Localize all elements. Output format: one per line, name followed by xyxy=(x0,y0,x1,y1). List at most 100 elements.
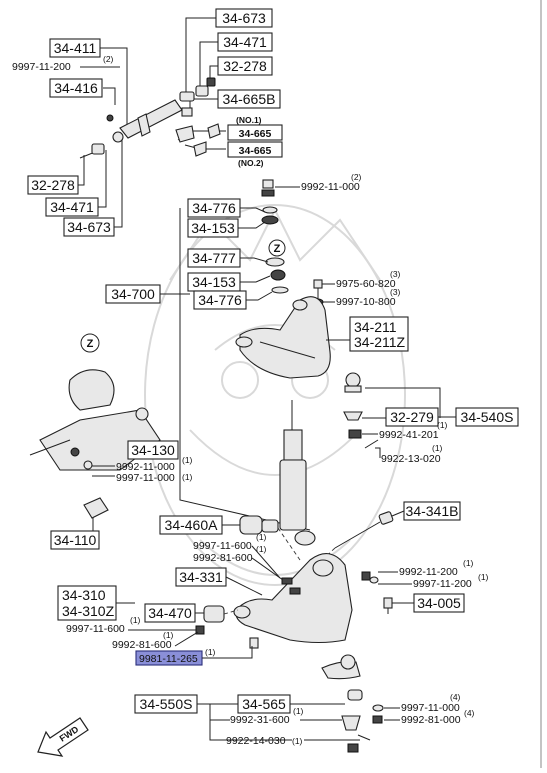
qty-9922-13-020: (1) xyxy=(432,443,443,453)
label-no2: (NO.2) xyxy=(238,158,264,168)
svg-text:34-777: 34-777 xyxy=(192,250,236,266)
label-9992-11-000-mid[interactable]: 9992-11-000 xyxy=(116,461,175,473)
svg-text:34-005: 34-005 xyxy=(417,595,461,611)
svg-text:34-700: 34-700 xyxy=(111,286,155,302)
shock-absorber xyxy=(279,400,316,546)
label-34-310-group[interactable]: 34-310 34-310Z xyxy=(57,585,117,621)
svg-text:34-211Z: 34-211Z xyxy=(354,334,406,350)
label-9992-31-600[interactable]: 9992-31-600 xyxy=(230,714,290,726)
label-9992-81-600-a[interactable]: 9992-81-600 xyxy=(193,552,253,564)
label-32-278-top[interactable]: 32-278 xyxy=(217,56,273,76)
label-34-665b[interactable]: 34-665B xyxy=(217,89,281,109)
label-34-416[interactable]: 34-416 xyxy=(49,78,103,98)
label-34-550s[interactable]: 34-550S xyxy=(134,694,198,714)
label-9997-11-200-r[interactable]: 9997-11-200 xyxy=(413,578,472,590)
svg-text:34-341B: 34-341B xyxy=(406,503,459,519)
qty-9992-41-201: (1) xyxy=(437,420,448,430)
bushing-34-460a xyxy=(239,515,279,535)
svg-text:9981-11-265: 9981-11-265 xyxy=(139,653,198,665)
svg-text:34-110: 34-110 xyxy=(54,532,97,548)
svg-text:34-153: 34-153 xyxy=(191,220,235,236)
label-9922-13-020[interactable]: 9922-13-020 xyxy=(381,453,441,465)
svg-text:Z: Z xyxy=(274,243,281,255)
qty-9981-11-265: (1) xyxy=(205,647,216,657)
label-34-776-b[interactable]: 34-776 xyxy=(193,290,247,310)
label-34-665-no1[interactable]: 34-665 xyxy=(227,124,283,141)
label-34-211-group[interactable]: 34-211 34-211Z xyxy=(349,316,409,352)
qty-9997-11-200-r: (1) xyxy=(478,572,489,582)
qty-9992-31-600: (1) xyxy=(293,706,304,716)
lower-ball-joint xyxy=(321,654,384,753)
label-34-153-b[interactable]: 34-153 xyxy=(187,272,241,292)
svg-text:34-411: 34-411 xyxy=(54,40,97,56)
svg-text:34-310: 34-310 xyxy=(62,587,106,603)
label-34-700[interactable]: 34-700 xyxy=(105,284,161,304)
label-34-665-no2[interactable]: 34-665 xyxy=(227,141,283,158)
qty-9997-11-200-top: (2) xyxy=(103,54,114,64)
label-34-470[interactable]: 34-470 xyxy=(144,603,196,623)
label-9922-14-030[interactable]: 9922-14-030 xyxy=(226,735,286,747)
label-34-130[interactable]: 34-130 xyxy=(127,440,179,460)
svg-text:34-776: 34-776 xyxy=(192,200,236,216)
label-34-471-left[interactable]: 34-471 xyxy=(45,197,99,217)
label-9997-10-800[interactable]: 9997-10-800 xyxy=(336,296,396,308)
qty-9997-11-000-bot: (4) xyxy=(450,692,461,702)
svg-text:34-665: 34-665 xyxy=(239,145,272,157)
svg-text:34-550S: 34-550S xyxy=(140,696,193,712)
label-34-460a[interactable]: 34-460A xyxy=(159,515,223,535)
label-32-279[interactable]: 32-279 xyxy=(385,407,439,427)
label-9997-11-000-bot[interactable]: 9997-11-000 xyxy=(401,702,460,714)
qty-9992-11-000-mid: (1) xyxy=(182,455,193,465)
svg-text:34-153: 34-153 xyxy=(192,274,236,290)
watermark-emblem xyxy=(144,204,406,586)
svg-text:34-673: 34-673 xyxy=(222,10,266,26)
label-34-777[interactable]: 34-777 xyxy=(187,248,241,268)
label-9975-60-820[interactable]: 9975-60-820 xyxy=(336,278,396,290)
svg-text:34-310Z: 34-310Z xyxy=(62,603,115,619)
svg-text:34-665B: 34-665B xyxy=(223,91,276,107)
label-9992-11-000-top[interactable]: 9992-11-000 xyxy=(301,181,360,193)
label-34-673-top[interactable]: 34-673 xyxy=(215,8,273,28)
label-34-471-top[interactable]: 34-471 xyxy=(217,32,273,52)
label-34-411[interactable]: 34-411 xyxy=(49,38,101,58)
qty-9997-11-600-b: (1) xyxy=(130,615,141,625)
upper-nuts xyxy=(261,179,289,294)
label-9997-11-200-top[interactable]: 9997-11-200 xyxy=(12,61,71,73)
label-34-331[interactable]: 34-331 xyxy=(175,567,227,587)
label-34-776-a[interactable]: 34-776 xyxy=(187,198,241,218)
label-34-153-a[interactable]: 34-153 xyxy=(187,218,239,238)
bolt-34-341b xyxy=(334,511,394,549)
svg-text:34-471: 34-471 xyxy=(223,34,267,50)
upper-ball-joint xyxy=(343,372,379,449)
label-9997-11-600-b[interactable]: 9997-11-600 xyxy=(66,623,125,635)
svg-text:34-471: 34-471 xyxy=(50,199,94,215)
label-9981-11-265-highlighted[interactable]: 9981-11-265 xyxy=(135,650,203,666)
svg-text:34-540S: 34-540S xyxy=(461,409,514,425)
svg-text:34-211: 34-211 xyxy=(354,319,397,335)
label-34-005[interactable]: 34-005 xyxy=(413,593,465,613)
upper-control-arm xyxy=(235,296,331,379)
label-9992-81-600-b[interactable]: 9992-81-600 xyxy=(112,639,172,651)
svg-text:34-130: 34-130 xyxy=(131,442,175,458)
svg-text:32-278: 32-278 xyxy=(223,58,267,74)
bump-stopper xyxy=(83,497,109,519)
label-34-110[interactable]: 34-110 xyxy=(50,530,100,550)
svg-text:34-565: 34-565 xyxy=(242,696,286,712)
label-34-673-left[interactable]: 34-673 xyxy=(63,217,115,237)
label-34-341b[interactable]: 34-341B xyxy=(403,501,461,521)
label-9997-11-600-a[interactable]: 9997-11-600 xyxy=(193,540,252,552)
qty-9992-81-600-a: (1) xyxy=(256,544,267,554)
label-34-540s[interactable]: 34-540S xyxy=(455,407,519,427)
svg-text:34-673: 34-673 xyxy=(67,219,111,235)
svg-text:34-331: 34-331 xyxy=(179,569,223,585)
label-9992-41-201[interactable]: 9992-41-201 xyxy=(379,429,439,441)
label-9997-11-000-mid[interactable]: 9997-11-000 xyxy=(116,472,175,484)
label-9992-81-000-bot[interactable]: 9992-81-000 xyxy=(401,714,461,726)
svg-text:34-776: 34-776 xyxy=(198,292,242,308)
label-34-565[interactable]: 34-565 xyxy=(237,694,291,714)
svg-text:Z: Z xyxy=(87,338,94,350)
label-32-278-left[interactable]: 32-278 xyxy=(27,175,79,195)
label-9992-11-200-r[interactable]: 9992-11-200 xyxy=(399,566,458,578)
